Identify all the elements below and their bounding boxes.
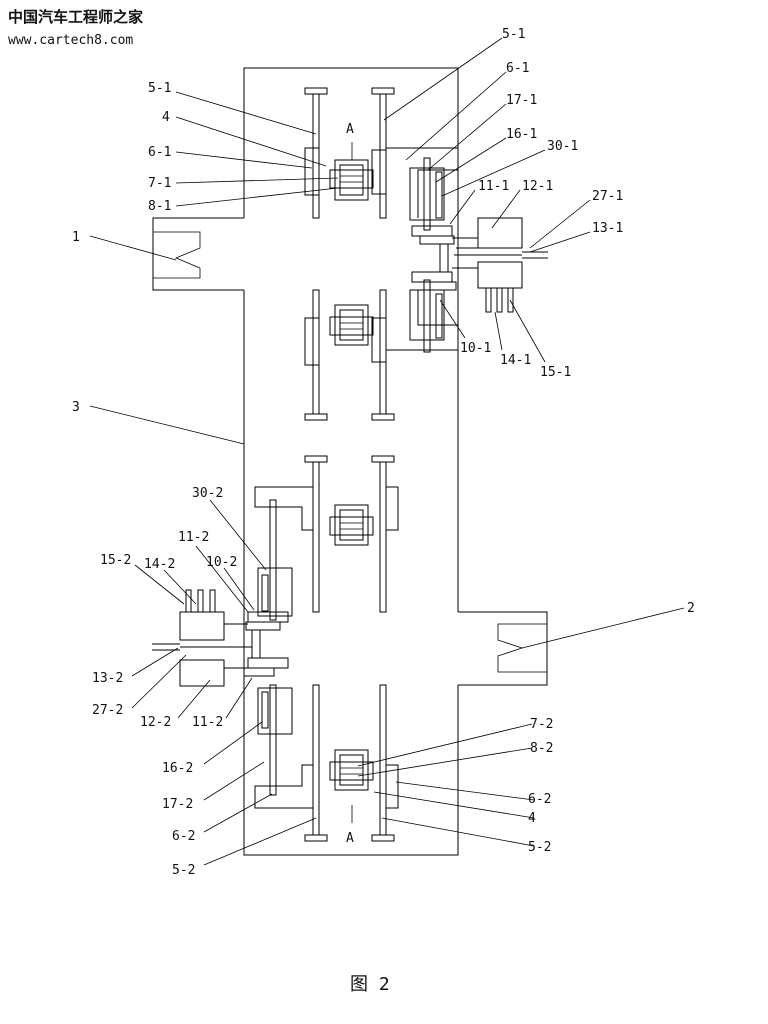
upper-bearing-mirror [304, 304, 386, 366]
lower-clutch-pack [257, 499, 293, 796]
figure-caption: 图 2 [350, 974, 390, 995]
output-shaft-2 [458, 611, 548, 686]
label-8-2: 8-2 [530, 741, 553, 756]
label-13-1: 13-1 [592, 221, 623, 236]
label-12-2: 12-2 [140, 715, 171, 730]
upper-clutch-pack [386, 147, 459, 353]
input-shaft-1 [152, 217, 244, 291]
label-15-1: 15-1 [540, 365, 571, 380]
label-16-2: 16-2 [162, 761, 193, 776]
label-5-2-right: 5-2 [528, 840, 551, 855]
upper-actuator [411, 217, 548, 313]
label-10-1: 10-1 [460, 341, 491, 356]
label-3: 3 [72, 400, 80, 415]
label-11-1: 11-1 [478, 179, 509, 194]
label-16-1: 16-1 [506, 127, 537, 142]
lower-bearing-mid [254, 486, 399, 546]
label-5-1-right: 5-1 [502, 27, 525, 42]
upper-bearing-assembly [304, 147, 386, 201]
label-6-1-left: 6-1 [148, 145, 171, 160]
label-30-1: 30-1 [547, 139, 578, 154]
label-27-2: 27-2 [92, 703, 123, 718]
label-6-1-right: 6-1 [506, 61, 529, 76]
label-14-1: 14-1 [500, 353, 531, 368]
label-1: 1 [72, 230, 80, 245]
label-10-2: 10-2 [206, 555, 237, 570]
lower-plates-5-2: A [304, 455, 395, 846]
label-30-2: 30-2 [192, 486, 223, 501]
lower-bearing-assembly [254, 749, 399, 809]
label-27-1: 27-1 [592, 189, 623, 204]
label-4-lower: 4 [528, 811, 536, 826]
section-mark-a-upper: A [346, 122, 354, 137]
label-11-2-upper: 11-2 [178, 530, 209, 545]
label-13-2: 13-2 [92, 671, 123, 686]
label-7-2: 7-2 [530, 717, 553, 732]
label-15-2: 15-2 [100, 553, 131, 568]
label-5-2-left: 5-2 [172, 863, 195, 878]
label-6-2-right: 6-2 [528, 792, 551, 807]
label-6-2-left: 6-2 [172, 829, 195, 844]
label-17-2: 17-2 [162, 797, 193, 812]
label-5-1-left: 5-1 [148, 81, 171, 96]
upper-plates-5-1: A [304, 87, 395, 421]
leader-lines [89, 37, 685, 866]
label-17-1: 17-1 [506, 93, 537, 108]
lower-actuator [152, 589, 289, 687]
label-14-2: 14-2 [144, 557, 175, 572]
part-labels: 1 3 2 5-1 4 6-1 7-1 8-1 5-1 6-1 17-1 16-… [72, 27, 695, 878]
label-2: 2 [687, 601, 695, 616]
watermark-brand: 中国汽车工程师之家 [8, 8, 143, 26]
label-8-1: 8-1 [148, 199, 171, 214]
section-mark-a-lower: A [346, 831, 354, 846]
watermark-url: www.cartech8.com [8, 33, 133, 48]
label-4-upper: 4 [162, 110, 170, 125]
label-11-2-lower: 11-2 [192, 715, 223, 730]
label-12-1: 12-1 [522, 179, 553, 194]
label-7-1: 7-1 [148, 176, 171, 191]
